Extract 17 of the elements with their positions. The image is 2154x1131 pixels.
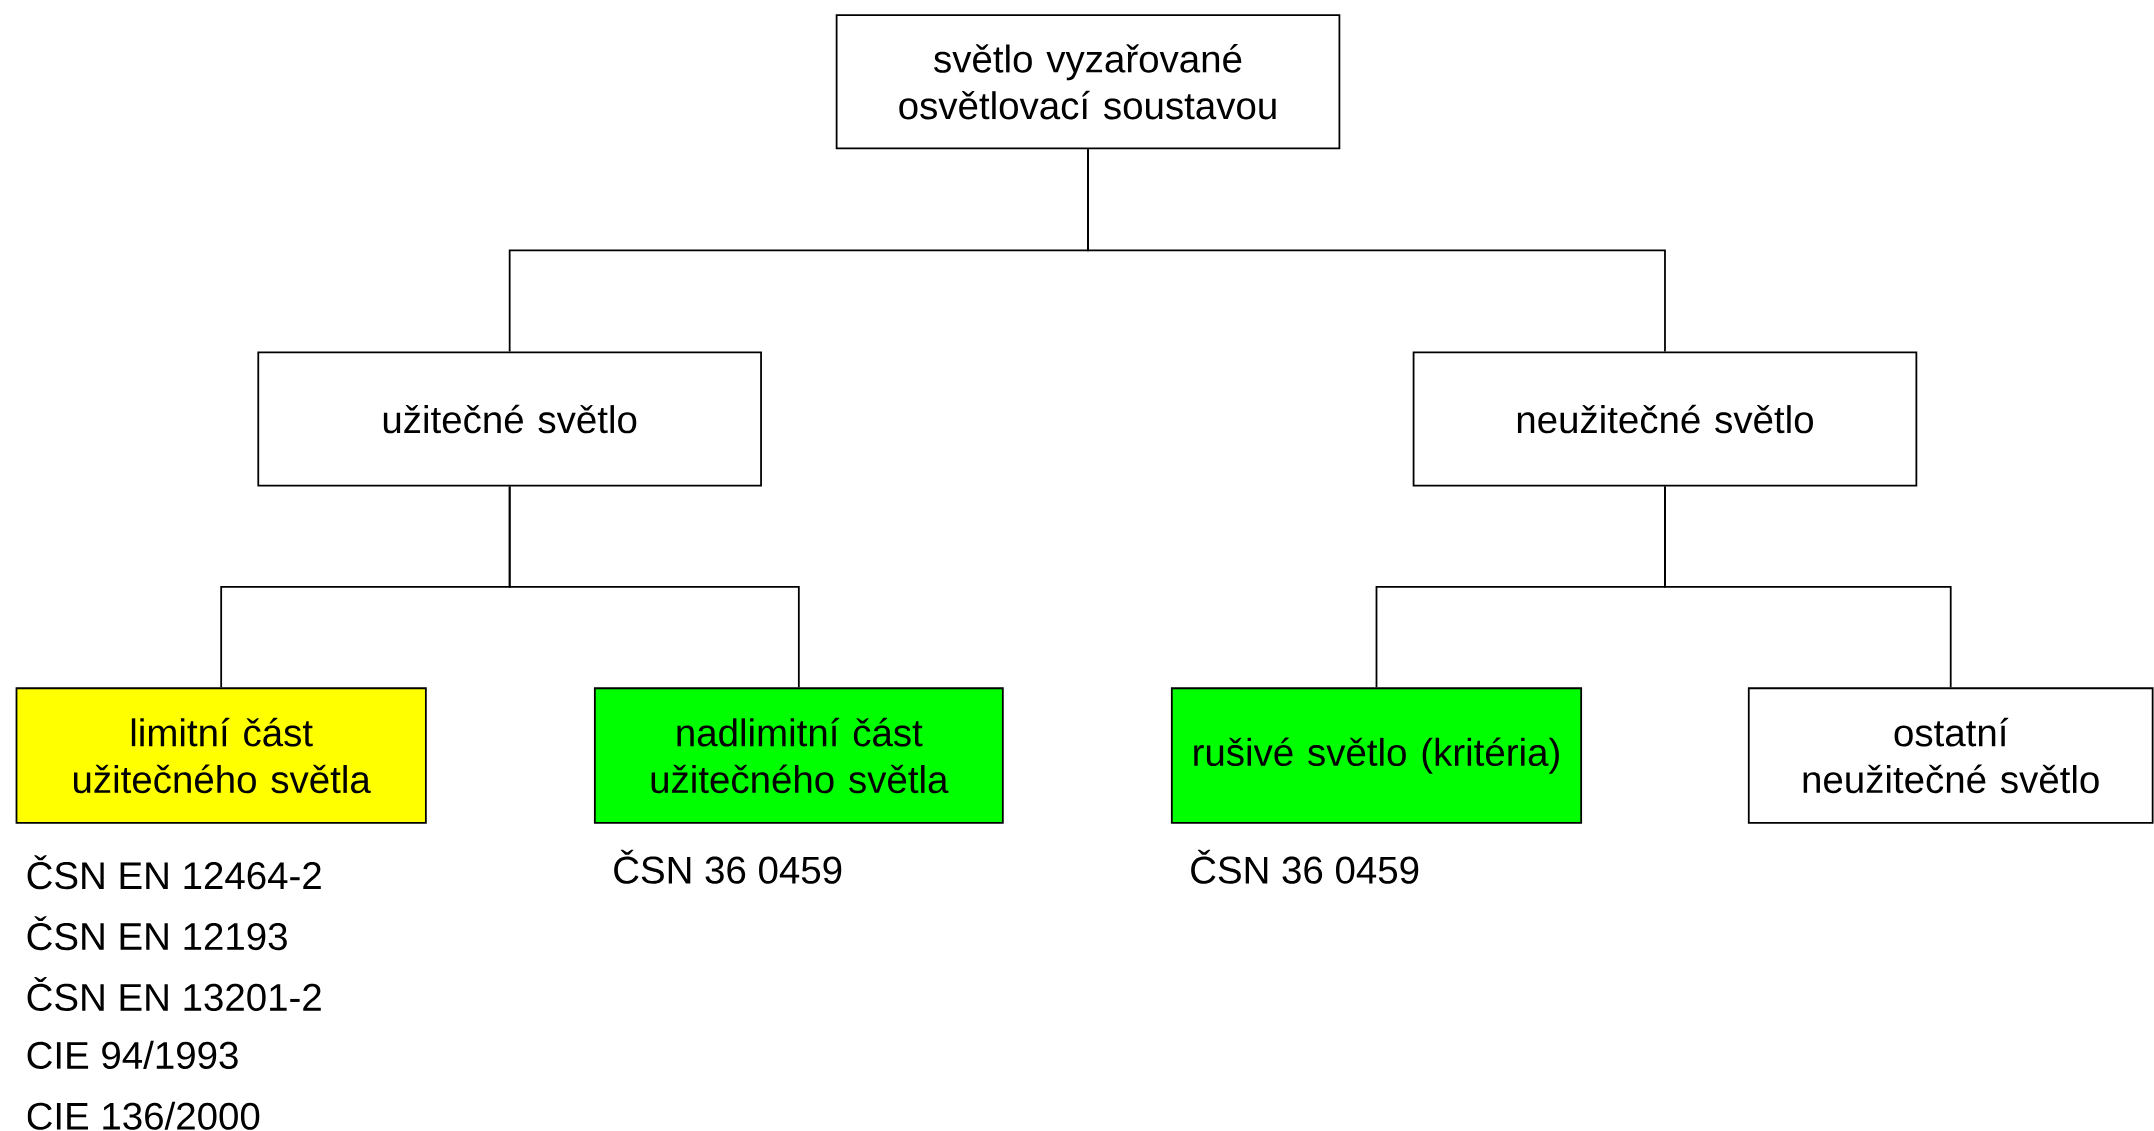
category-box: světlo vyzařované osvětlovací soustavou (835, 14, 1341, 150)
connector-line (1664, 485, 1952, 689)
category-box: užitečné světlo (257, 351, 762, 487)
standard-label: CIE 94/1993 (27, 1041, 238, 1070)
category-box: neužitečné světlo (1412, 351, 1918, 487)
standard-label: ČSN 36 0459 (1191, 850, 1419, 884)
standard-label: ČSN EN 12193 (27, 916, 287, 951)
standard-label: ČSN EN 13201-2 (27, 977, 321, 1012)
connector-line (1087, 148, 1666, 353)
category-box: nadlimitní část užitečného světla (593, 687, 1004, 824)
connector-line (508, 485, 800, 689)
standard-label: CIE 136/2000 (27, 1101, 260, 1131)
category-box: ostatní neužitečné světlo (1747, 687, 2154, 824)
category-box: rušivé světlo (kritéria) (1170, 687, 1583, 824)
category-box: limitní část užitečného světla (15, 687, 427, 824)
standard-label: ČSN 36 0459 (614, 850, 842, 884)
standard-label: ČSN EN 12464-2 (27, 855, 321, 890)
